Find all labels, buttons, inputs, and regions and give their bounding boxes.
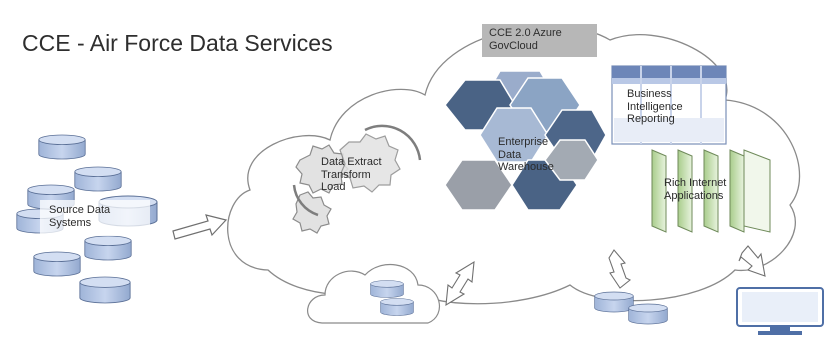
database-icon: [16, 134, 158, 304]
warehouse-label-line-1: Enterprise: [498, 136, 549, 148]
warehouse-label-line-2: Data: [498, 148, 522, 161]
etl-label-line-3: Load: [321, 181, 346, 194]
ria-label-line-1: Rich Internet: [664, 177, 727, 189]
double-arrow-icon: [445, 260, 475, 307]
bi-label: Business Intelligence Reporting: [627, 88, 683, 126]
etl-label-line-2: Transform: [321, 168, 371, 181]
stacked-pages-icon: [651, 149, 771, 233]
source-label-line-1: Source Data: [49, 204, 111, 216]
warehouse-label: Enterprise Data Warehouse: [498, 136, 554, 174]
window-icon: [611, 65, 727, 145]
cloud-label-line-1: CCE 2.0 Azure: [489, 27, 562, 39]
cloud-label-box: [482, 24, 597, 57]
etl-label: Data Extract Transform Load: [321, 156, 382, 194]
arrow-right-icon: [172, 214, 228, 240]
double-arrow-icon: [608, 249, 632, 289]
hexagon-cluster-icon: [444, 70, 607, 211]
cloud-label-line-2: GovCloud: [489, 39, 538, 52]
etl-label-line-1: Data Extract: [321, 156, 382, 168]
page-title: CCE - Air Force Data Services: [22, 30, 333, 56]
source-label: Source Data Systems: [49, 204, 110, 229]
gears-icon: [292, 124, 422, 234]
source-label-line-2: Systems: [49, 216, 92, 229]
monitor-icon: [736, 287, 824, 335]
warehouse-label-line-3: Warehouse: [498, 161, 554, 174]
double-arrow-icon: [738, 245, 766, 277]
small-cloud-database-icon: [307, 263, 440, 324]
bi-label-line-3: Reporting: [627, 113, 675, 126]
bi-label-line-1: Business: [627, 88, 672, 100]
ria-label: Rich Internet Applications: [664, 177, 726, 202]
ria-label-line-2: Applications: [664, 189, 724, 202]
cloud-label: CCE 2.0 Azure GovCloud: [489, 27, 562, 52]
bi-label-line-2: Intelligence: [627, 100, 683, 113]
